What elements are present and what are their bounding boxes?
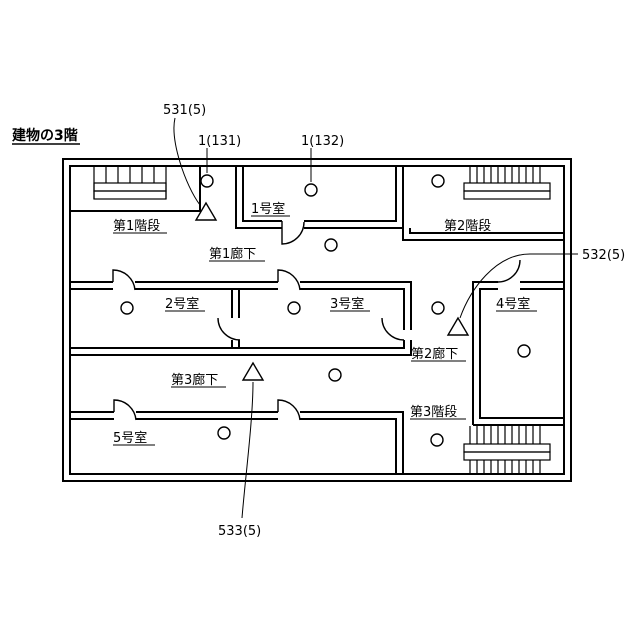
device-circle-corridor1 bbox=[325, 239, 337, 251]
stair-2-steps bbox=[464, 167, 550, 199]
device-circle-corridor2 bbox=[432, 302, 444, 314]
device-circle-131 bbox=[201, 175, 213, 187]
label-stair-2: 第2階段 bbox=[444, 219, 491, 234]
callout-532: 532(5) bbox=[582, 248, 625, 263]
sensor-triangle-532 bbox=[448, 318, 468, 335]
device-circle-room4 bbox=[518, 345, 530, 357]
device-circle-room2 bbox=[121, 302, 133, 314]
callout-131: 1(131) bbox=[198, 134, 241, 149]
label-corridor-1: 第1廊下 bbox=[209, 246, 256, 262]
sensor-triangle-533 bbox=[243, 363, 263, 380]
label-stair-1: 第1階段 bbox=[113, 219, 160, 234]
label-corridor-2: 第2廊下 bbox=[411, 346, 458, 362]
room-4-walls bbox=[473, 260, 564, 425]
label-stair-3: 第3階段 bbox=[410, 405, 457, 420]
device-circle-stair2 bbox=[432, 175, 444, 187]
stair-1-steps bbox=[94, 167, 166, 199]
device-circle-room3 bbox=[288, 302, 300, 314]
leader-lines bbox=[174, 118, 578, 518]
stair-1-walls bbox=[70, 166, 200, 211]
label-room-3: 3号室 bbox=[330, 296, 364, 312]
callout-531: 531(5) bbox=[163, 103, 206, 118]
label-room-4: 4号室 bbox=[496, 296, 530, 312]
label-room-2: 2号室 bbox=[165, 296, 199, 312]
label-room-5: 5号室 bbox=[113, 430, 147, 446]
callout-533: 533(5) bbox=[218, 524, 261, 539]
floor-title: 建物の3階 bbox=[12, 127, 78, 144]
device-circle-corridor3 bbox=[329, 369, 341, 381]
label-room-1: 1号室 bbox=[251, 201, 285, 217]
device-circle-room5 bbox=[218, 427, 230, 439]
device-circle-132 bbox=[305, 184, 317, 196]
device-circle-stair3 bbox=[431, 434, 443, 446]
label-corridor-3: 第3廊下 bbox=[171, 372, 218, 388]
callout-132: 1(132) bbox=[301, 134, 344, 149]
stair-3-steps bbox=[464, 426, 550, 473]
